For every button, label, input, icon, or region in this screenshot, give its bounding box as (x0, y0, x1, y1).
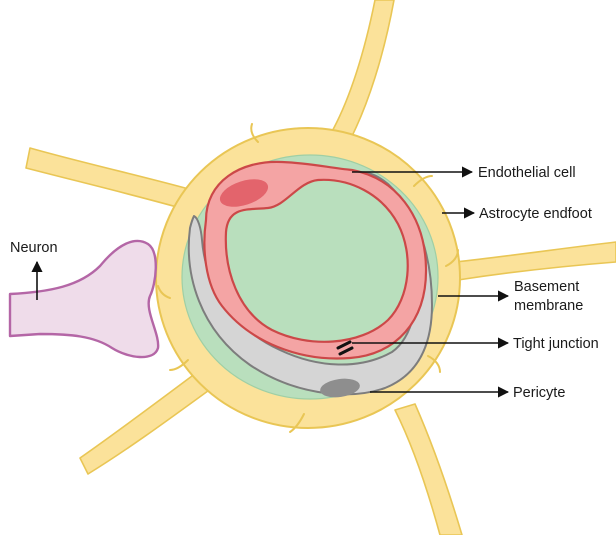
astrocyte-endfoot-label: Astrocyte endfoot (479, 206, 592, 222)
neuron (10, 241, 158, 357)
endothelial-cell-label: Endothelial cell (478, 165, 576, 181)
basement-membrane-label-line2: membrane (514, 298, 583, 314)
neuron-label: Neuron (10, 240, 58, 256)
astrocyte-process-bottom-right (395, 404, 462, 535)
astrocyte-process-bottom-left (80, 370, 212, 474)
astrocyte-process-right (455, 242, 616, 280)
basement-membrane-label-line1: Basement (514, 279, 579, 295)
tight-junction-label: Tight junction (513, 336, 599, 352)
pericyte-label: Pericyte (513, 385, 565, 401)
astrocyte-process-top (330, 0, 394, 140)
